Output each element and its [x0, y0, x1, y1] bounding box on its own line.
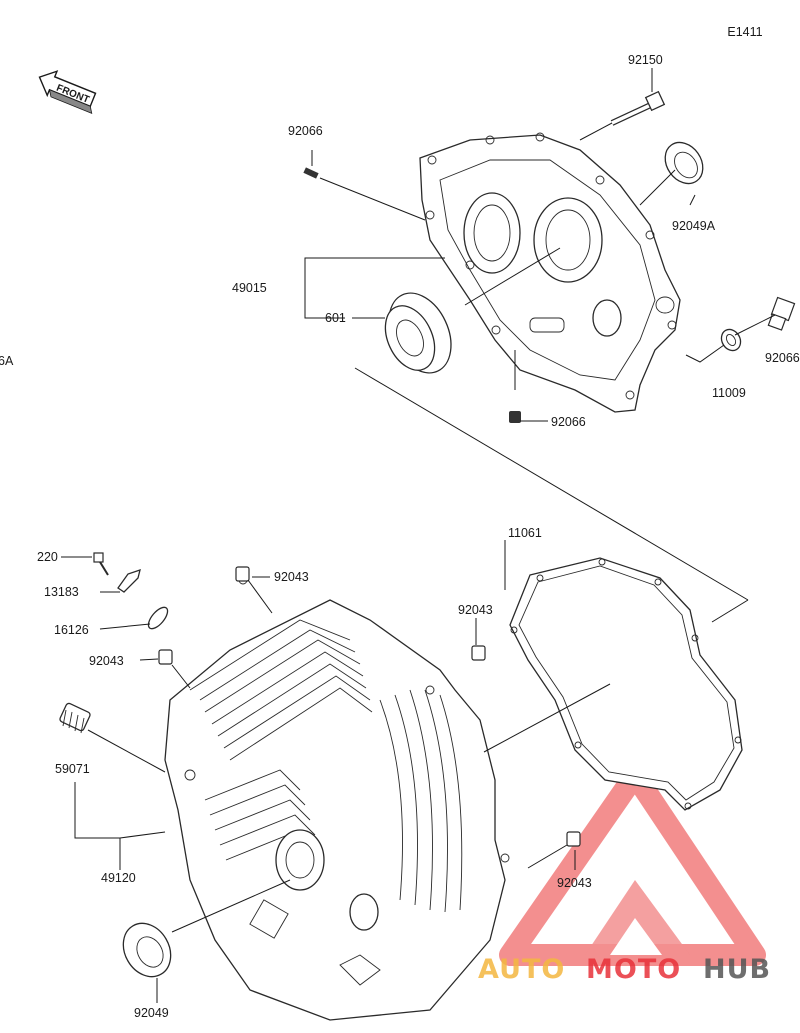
label-11009[interactable]: 11009 [712, 386, 746, 400]
label-11061[interactable]: 11061 [508, 526, 542, 540]
label-92043-b[interactable]: 92043 [89, 654, 124, 668]
leader-lines [61, 68, 776, 1003]
crankcase-body [164, 575, 510, 1021]
crankcase-cover [419, 132, 681, 413]
dowel-92043-c-icon [471, 645, 486, 661]
gasket-16126-icon [147, 606, 169, 630]
label-92043-a[interactable]: 92043 [274, 570, 309, 584]
dowel-92043-d-icon [566, 831, 581, 847]
pin-92066-top-icon [303, 167, 319, 179]
dowel-92043-a-icon [235, 566, 250, 582]
label-92066-right[interactable]: 92066 [765, 351, 800, 365]
label-92049[interactable]: 92049 [134, 1006, 169, 1020]
label-92066-top[interactable]: 92066 [288, 124, 323, 138]
label-13183[interactable]: 13183 [44, 585, 79, 599]
label-92150[interactable]: 92150 [628, 53, 663, 67]
plate-13183-icon [117, 569, 141, 593]
label-92043-d[interactable]: 92043 [557, 876, 592, 890]
oil-seal-92049a-icon [664, 141, 704, 185]
bolt-220-icon [93, 552, 109, 576]
label-601[interactable]: 601 [325, 311, 346, 325]
watermark-hub: HUB [703, 954, 771, 985]
label-59071[interactable]: 59071 [55, 762, 90, 776]
label-49015[interactable]: 49015 [232, 281, 267, 295]
diagram-code: E1411 [727, 25, 762, 39]
part-labels: 92150 92066 92049A 49015 601 92066 11009… [37, 53, 800, 1020]
label-220[interactable]: 220 [37, 550, 58, 564]
dowel-92043-b-icon [158, 649, 173, 665]
bolt-92150-icon [610, 90, 666, 126]
plug-92066-icon [767, 296, 796, 331]
watermark-logo [499, 764, 766, 966]
watermark-auto: AUTO [478, 954, 565, 985]
bearing-601-icon [384, 292, 452, 374]
watermark-text: AUTO MOTO HUB [478, 954, 771, 985]
oil-seal-92049-icon [122, 922, 172, 978]
watermark-moto: MOTO [586, 954, 681, 985]
label-16126[interactable]: 16126 [54, 623, 89, 637]
washer-11009-icon [720, 328, 742, 352]
label-92049a[interactable]: 92049A [672, 219, 716, 233]
dowel-92066-icon [509, 411, 521, 423]
bushing-59071-icon [59, 702, 91, 734]
gasket-11061-icon [509, 557, 743, 811]
label-92043-c[interactable]: 92043 [458, 603, 493, 617]
label-49120[interactable]: 49120 [101, 871, 136, 885]
label-92066-plug[interactable]: 92066 [551, 415, 586, 429]
cut-label: 6A [0, 354, 14, 368]
front-arrow-icon: FRONT [38, 70, 97, 114]
